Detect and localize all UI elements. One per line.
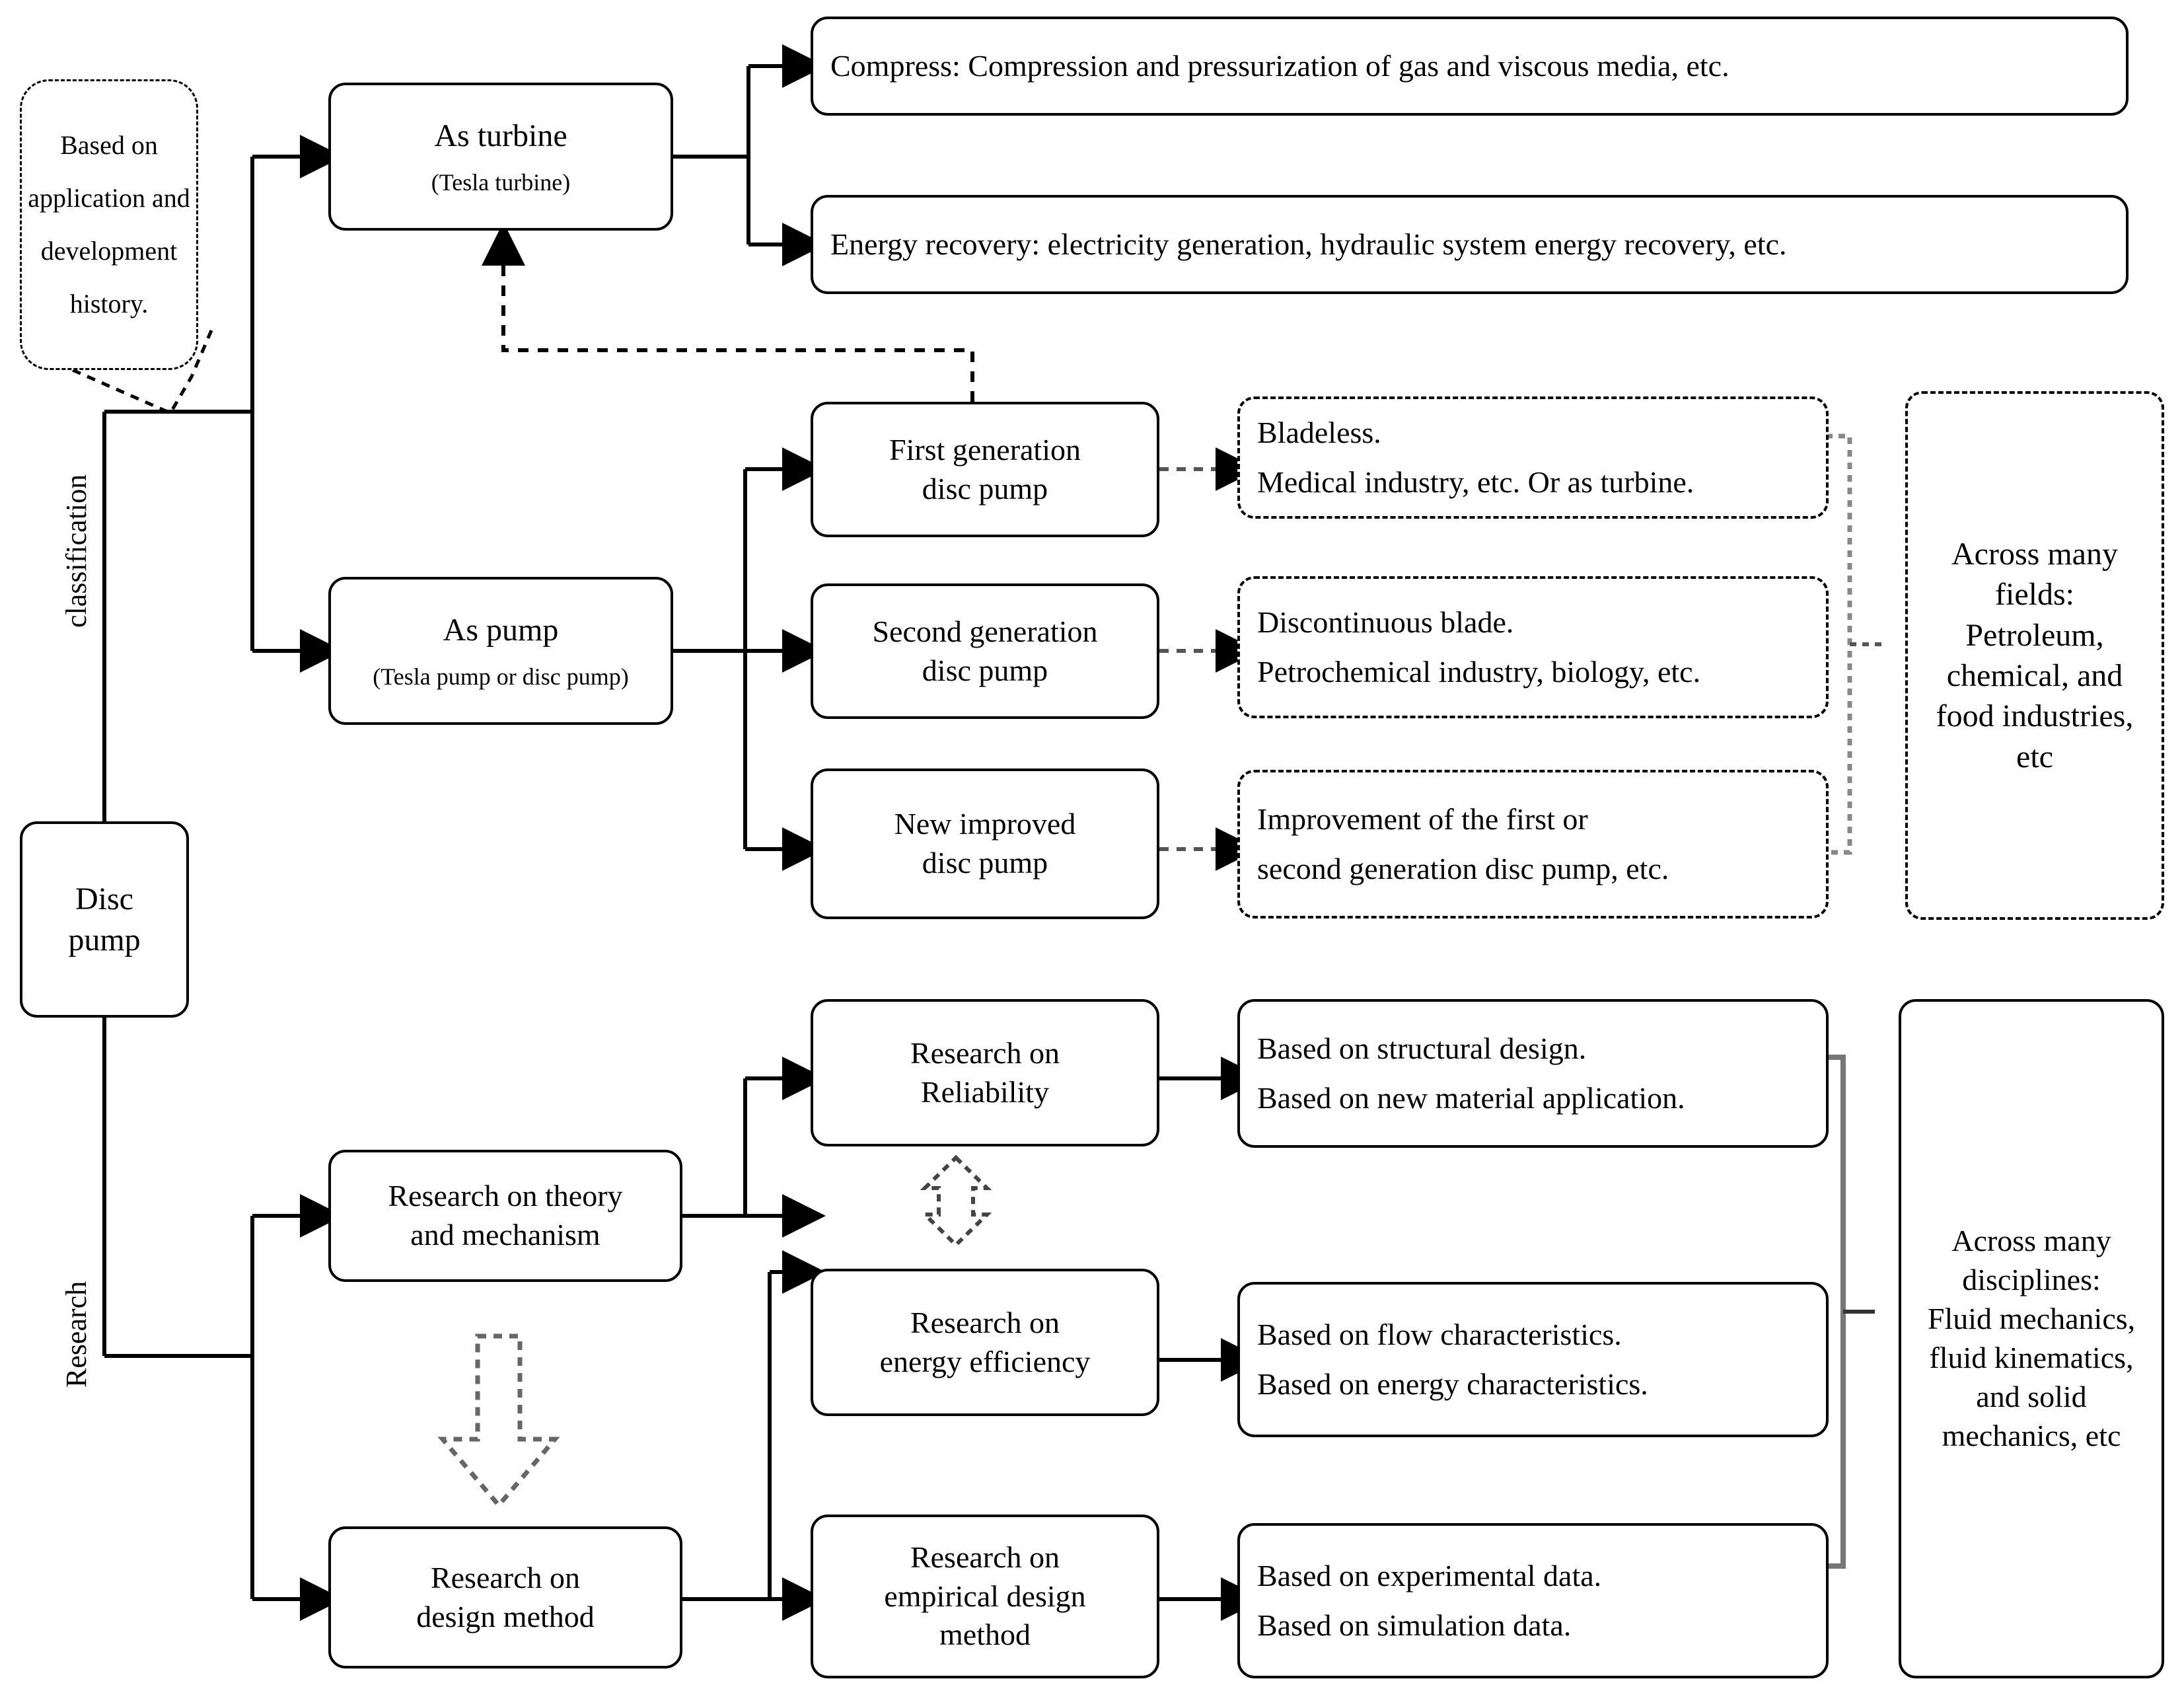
node-research-empirical-design-method[interactable]: Research on empirical design method [811, 1515, 1159, 1678]
disciplines-line2: disciplines: [1962, 1263, 2101, 1297]
gen2-line2: disc pump [922, 653, 1048, 687]
node-research-theory-mechanism[interactable]: Research on theory and mechanism [328, 1150, 682, 1282]
topic3-line1: Research on [910, 1540, 1060, 1574]
desc-gen1-line1: Bladeless. [1257, 415, 1381, 449]
summary-across-many-disciplines: Across many disciplines: Fluid mechanics… [1899, 999, 2164, 1678]
callout-line-2: application and [28, 183, 190, 213]
topic3-line2: empirical design [884, 1579, 1086, 1613]
node-turbine-output-energy-recovery[interactable]: Energy recovery: electricity generation,… [811, 195, 2129, 294]
topic2-line2: energy efficiency [879, 1344, 1091, 1378]
disciplines-line4: fluid kinematics, [1929, 1341, 2134, 1374]
node-as-pump-title: As pump [443, 613, 559, 648]
fields-line1: Across many [1951, 536, 2118, 572]
desc-empirical-design: Based on experimental data. Based on sim… [1237, 1523, 1829, 1678]
gen1-line1: First generation [889, 432, 1081, 467]
node-as-pump[interactable]: As pump (Tesla pump or disc pump) [328, 577, 673, 725]
node-disc-pump-line2: pump [68, 922, 141, 957]
topic2-line1: Research on [910, 1305, 1060, 1339]
node-as-turbine[interactable]: As turbine (Tesla turbine) [328, 83, 673, 231]
desc-energy-efficiency: Based on flow characteristics. Based on … [1237, 1282, 1829, 1437]
topic1-line1: Research on [910, 1035, 1060, 1070]
desc-new-improved: Improvement of the first or second gener… [1237, 770, 1829, 918]
fields-line4: chemical, and [1946, 658, 2123, 693]
node-turbine-output-compress[interactable]: Compress: Compression and pressurization… [811, 17, 2129, 116]
design-line1: Research on [430, 1560, 581, 1594]
desc-first-generation: Bladeless. Medical industry, etc. Or as … [1237, 396, 1829, 519]
big-down-arrow-icon [437, 1333, 560, 1509]
node-as-pump-subtitle: (Tesla pump or disc pump) [373, 663, 629, 690]
double-headed-arrow-icon [920, 1154, 992, 1248]
disciplines-line3: Fluid mechanics, [1927, 1302, 2136, 1336]
fields-line2: fields: [1995, 577, 2074, 613]
node-second-generation-disc-pump[interactable]: Second generation disc pump [811, 583, 1159, 719]
turbine-output-energy-recovery-text: Energy recovery: electricity generation,… [830, 227, 1787, 261]
node-research-design-method[interactable]: Research on design method [328, 1526, 682, 1668]
fields-line5: food industries, [1936, 698, 2134, 734]
desc-second-generation: Discontinuous blade. Petrochemical indus… [1237, 576, 1829, 718]
desc-gen3-line2: second generation disc pump, etc. [1257, 851, 1669, 885]
desc-gen2-line1: Discontinuous blade. [1257, 605, 1514, 639]
disciplines-line5: and solid [1976, 1379, 2087, 1413]
design-line2: design method [416, 1599, 595, 1633]
topic3-line3: method [939, 1618, 1031, 1652]
desc-gen1-line2: Medical industry, etc. Or as turbine. [1257, 465, 1694, 499]
summary-across-many-fields: Across many fields: Petroleum, chemical,… [1905, 391, 2164, 920]
gen3-line1: New improved [894, 807, 1076, 841]
axis-label-research: Research [60, 1281, 92, 1388]
node-as-turbine-subtitle: (Tesla turbine) [431, 168, 571, 196]
disciplines-line1: Across many [1951, 1224, 2111, 1258]
gen3-line2: disc pump [922, 846, 1048, 880]
desc-topic3-line2: Based on simulation data. [1257, 1608, 1572, 1642]
desc-topic2-line1: Based on flow characteristics. [1257, 1317, 1622, 1351]
turbine-output-compress-text: Compress: Compression and pressurization… [830, 48, 1729, 83]
topic1-line2: Reliability [920, 1074, 1050, 1109]
node-new-improved-disc-pump[interactable]: New improved disc pump [811, 768, 1159, 919]
node-disc-pump-line1: Disc [75, 881, 133, 917]
desc-topic1-line2: Based on new material application. [1257, 1080, 1685, 1115]
node-research-reliability[interactable]: Research on Reliability [811, 999, 1159, 1146]
desc-reliability: Based on structural design. Based on new… [1237, 999, 1829, 1148]
desc-topic1-line1: Based on structural design. [1257, 1031, 1587, 1065]
disciplines-line6: mechanics, etc [1942, 1418, 2121, 1452]
node-disc-pump[interactable]: Disc pump [20, 821, 189, 1018]
node-as-turbine-title: As turbine [434, 118, 567, 154]
desc-gen3-line1: Improvement of the first or [1257, 802, 1588, 836]
node-first-generation-disc-pump[interactable]: First generation disc pump [811, 402, 1159, 537]
callout-line-3: development [40, 236, 178, 266]
desc-gen2-line2: Petrochemical industry, biology, etc. [1257, 654, 1701, 689]
callout-line-4: history. [69, 289, 149, 318]
fields-line6: etc [2016, 739, 2053, 774]
desc-topic2-line2: Based on energy characteristics. [1257, 1367, 1648, 1401]
node-research-energy-efficiency[interactable]: Research on energy efficiency [811, 1269, 1159, 1416]
theory-line1: Research on theory [388, 1179, 623, 1213]
theory-line2: and mechanism [410, 1218, 601, 1252]
axis-label-classification: classification [60, 474, 92, 628]
callout-line-1: Based on [60, 130, 158, 160]
callout-application-history: Based on application and development his… [20, 79, 198, 370]
fields-line3: Petroleum, [1965, 617, 2104, 653]
gen1-line2: disc pump [922, 471, 1048, 506]
gen2-line1: Second generation [872, 614, 1098, 648]
desc-topic3-line1: Based on experimental data. [1257, 1558, 1602, 1592]
